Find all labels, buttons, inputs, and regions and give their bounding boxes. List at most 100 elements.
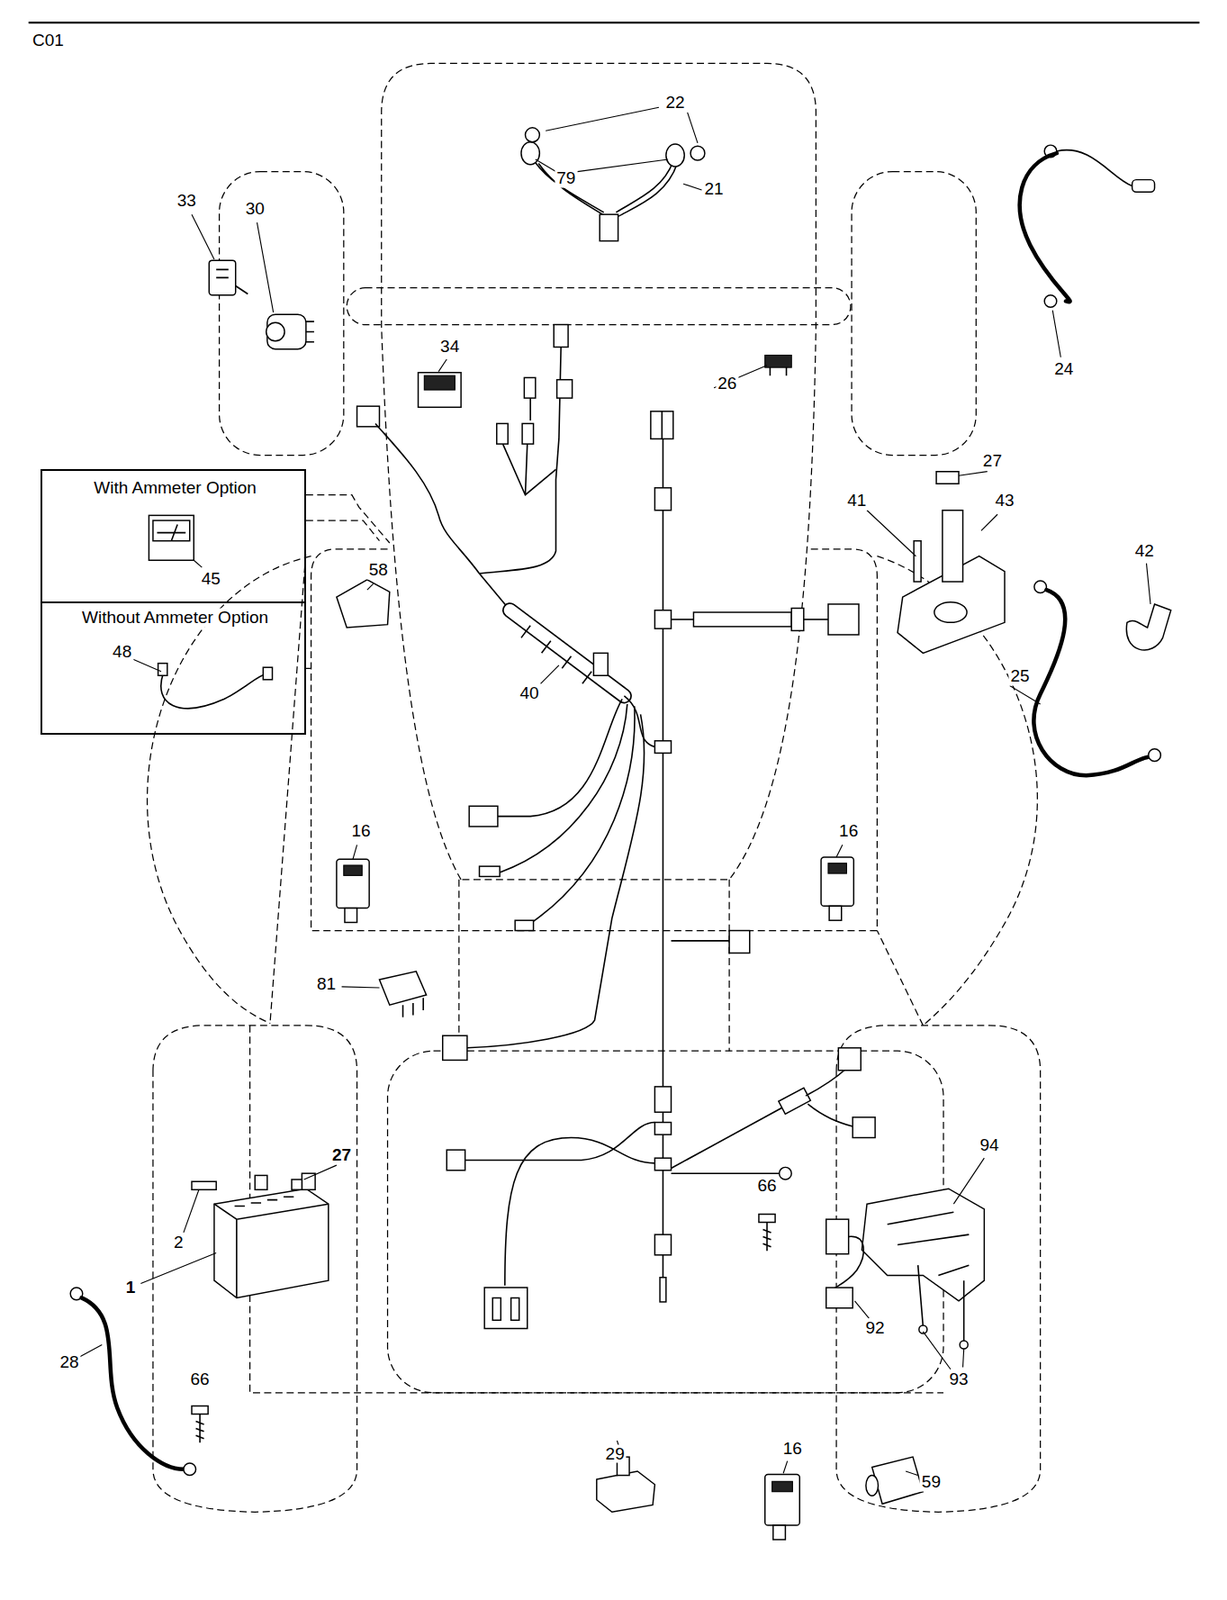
brake-switch <box>596 1470 656 1512</box>
option-box: Without Ammeter Option48 <box>40 601 307 734</box>
wire-harness <box>654 1234 671 1255</box>
tractor-outline <box>311 549 458 931</box>
solenoid-cable <box>1034 580 1047 594</box>
module-58 <box>336 579 390 628</box>
light-switch <box>418 372 462 408</box>
seat-switch <box>343 865 362 876</box>
callout-number: 45 <box>199 569 223 589</box>
page-code: C01 <box>30 31 66 51</box>
wire-harness <box>838 1047 861 1071</box>
headlight-harness <box>666 144 685 167</box>
control-module <box>861 1188 984 1301</box>
fuse <box>765 355 792 369</box>
terminal-boot <box>1126 604 1171 650</box>
leader-lines <box>191 214 1061 388</box>
battery <box>214 1203 329 1298</box>
wire-harness <box>828 604 859 635</box>
battery <box>191 1181 217 1190</box>
callout-number: 92 <box>864 1318 887 1338</box>
seat-switch <box>821 857 854 921</box>
screw <box>758 1213 776 1251</box>
control-module <box>887 1211 970 1275</box>
option-heading: With Ammeter Option <box>91 478 259 498</box>
battery <box>191 1172 329 1298</box>
callout-number: 66 <box>188 1369 211 1389</box>
starter-solenoid <box>936 471 959 485</box>
wire-harness <box>779 1166 793 1180</box>
relay <box>403 997 425 1018</box>
tractor-outline <box>729 549 877 931</box>
headlight-harness <box>524 127 540 143</box>
module-wire <box>826 1218 849 1255</box>
starter-solenoid <box>934 602 967 623</box>
battery <box>234 1196 295 1206</box>
leader-lines <box>342 844 985 1204</box>
jumper-wire <box>161 673 268 709</box>
headlight-harness <box>521 127 705 242</box>
tractor-outline <box>306 495 390 669</box>
wire-harness <box>522 423 533 444</box>
page-rule <box>28 22 1200 24</box>
headlight-harness <box>615 161 677 217</box>
wire-harness <box>654 1086 671 1112</box>
ammeter-icon <box>148 514 194 560</box>
wire-harness <box>805 1067 847 1096</box>
wire-harness <box>807 1103 853 1127</box>
tractor-outline <box>381 63 817 879</box>
wire-harness <box>521 625 592 685</box>
callout-number: 16 <box>781 1438 804 1458</box>
callout-number: 27 <box>981 451 1004 471</box>
wire-harness <box>671 1172 780 1174</box>
capacitor <box>866 1475 879 1497</box>
mounting-screw <box>918 1264 965 1342</box>
terminal-boot <box>1126 604 1171 650</box>
callout-number: 33 <box>175 191 199 211</box>
callout-number: 16 <box>350 821 373 841</box>
solenoid-cable <box>1033 580 1161 776</box>
tractor-outline <box>250 1025 944 1393</box>
wire-harness <box>465 1122 656 1161</box>
ammeter-icon <box>148 514 194 560</box>
starter-solenoid <box>942 510 964 582</box>
fuse <box>765 355 792 377</box>
screw <box>762 1222 771 1252</box>
wire-harness <box>499 703 628 873</box>
leader-lines <box>866 471 1151 605</box>
battery-cable <box>1044 295 1057 308</box>
ammeter-icon <box>153 520 190 542</box>
mounting-screw <box>918 1264 969 1349</box>
ignition-switch <box>306 321 315 343</box>
seat-switch <box>829 905 842 921</box>
page-rule <box>28 21 1200 24</box>
ignition-switch <box>266 314 315 350</box>
callout-number: 16 <box>837 821 860 841</box>
relay <box>378 971 426 1018</box>
wire-harness <box>553 324 569 348</box>
starter-solenoid <box>897 471 1005 654</box>
screw <box>196 1414 205 1444</box>
wire-harness <box>852 1117 876 1138</box>
callout-number: 58 <box>367 560 390 580</box>
callout-number: 41 <box>845 491 868 511</box>
headlight-harness <box>521 142 540 165</box>
wire-harness <box>662 438 665 1277</box>
headlight-harness <box>690 145 705 161</box>
wire-harness <box>654 1157 671 1171</box>
leader-lines <box>616 1331 964 1476</box>
callout-number: 1 <box>124 1277 138 1297</box>
callout-number: 30 <box>243 199 267 219</box>
tractor-outline <box>876 556 1038 1026</box>
wire-harness <box>496 423 508 444</box>
solenoid-cable <box>1148 748 1162 762</box>
wire-harness <box>484 1287 528 1328</box>
wire-harness <box>479 866 501 876</box>
tractor-outline <box>219 171 344 456</box>
tractor-outline <box>147 63 1041 1512</box>
callout-number: 26 <box>715 374 739 394</box>
jumper-wire <box>158 663 273 709</box>
module-wire <box>826 1287 853 1309</box>
leader-lines <box>130 559 1041 704</box>
wire-harness <box>469 805 498 827</box>
seat-switch <box>336 858 370 908</box>
